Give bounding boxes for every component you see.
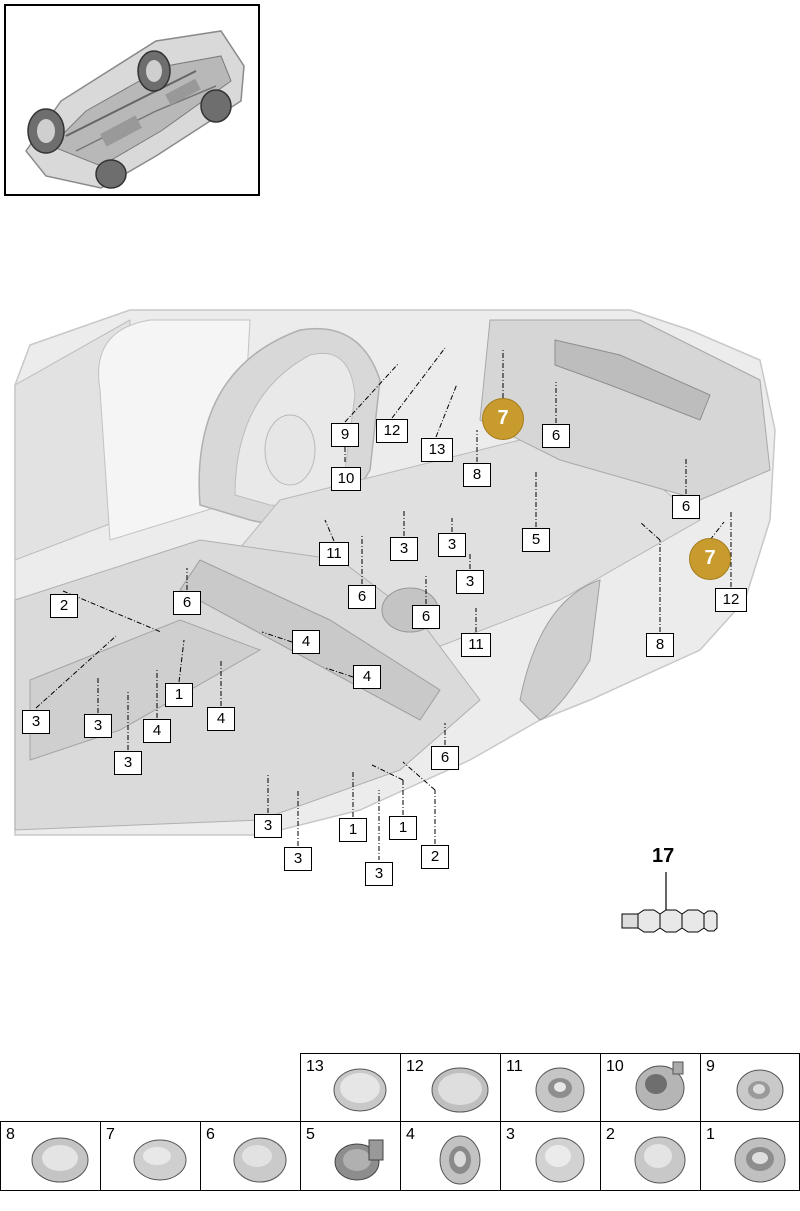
callout-6[interactable]: 6: [173, 591, 201, 615]
highlight-callout-7[interactable]: 7: [689, 538, 731, 580]
part-cell-8[interactable]: 8: [0, 1121, 101, 1191]
callout-4[interactable]: 4: [353, 665, 381, 689]
callout-13[interactable]: 13: [421, 438, 453, 462]
callout-4[interactable]: 4: [292, 630, 320, 654]
part-cell-2[interactable]: 2: [600, 1121, 701, 1191]
part-number: 7: [106, 1126, 115, 1143]
kit-label[interactable]: 17: [652, 845, 675, 867]
vehicle-overview-thumbnail: [4, 4, 260, 196]
callout-4[interactable]: 4: [143, 719, 171, 743]
part-cell-11[interactable]: 11: [500, 1053, 601, 1123]
callout-1[interactable]: 1: [339, 818, 367, 842]
body-floor-diagram: [14, 309, 776, 860]
part-number: 3: [506, 1126, 515, 1143]
callout-4[interactable]: 4: [207, 707, 235, 731]
plug-kit-icon: [621, 872, 718, 933]
callout-2[interactable]: 2: [50, 594, 78, 618]
cap-grommet-icon: [635, 1061, 685, 1111]
callout-6[interactable]: 6: [412, 605, 440, 629]
flat-plug-icon: [333, 1068, 387, 1112]
car-underside-icon: [25, 30, 245, 189]
callout-6[interactable]: 6: [542, 424, 570, 448]
part-number: 12: [406, 1058, 424, 1075]
callout-3[interactable]: 3: [390, 537, 418, 561]
leader-lines: [35, 347, 732, 860]
callout-6[interactable]: 6: [348, 585, 376, 609]
part-cell-4[interactable]: 4: [400, 1121, 501, 1191]
part-cell-12[interactable]: 12: [400, 1053, 501, 1123]
callout-5[interactable]: 5: [522, 528, 550, 552]
callout-8[interactable]: 8: [463, 463, 491, 487]
flat-plug-icon: [31, 1137, 89, 1183]
part-cell-7[interactable]: 7: [100, 1121, 201, 1191]
part-number: 1: [706, 1126, 715, 1143]
part-number: 4: [406, 1126, 415, 1143]
part-number: 6: [206, 1126, 215, 1143]
callout-1[interactable]: 1: [389, 816, 417, 840]
callout-12[interactable]: 12: [376, 419, 408, 443]
part-cell-6[interactable]: 6: [200, 1121, 301, 1191]
part-number: 2: [606, 1126, 615, 1143]
ring-grommet-icon: [535, 1067, 585, 1113]
part-cell-13[interactable]: 13: [300, 1053, 401, 1123]
part-cell-5[interactable]: 5: [300, 1121, 401, 1191]
flat-plug-icon: [431, 1067, 489, 1113]
callout-2[interactable]: 2: [421, 845, 449, 869]
callout-3[interactable]: 3: [254, 814, 282, 838]
callout-1[interactable]: 1: [165, 683, 193, 707]
callout-9[interactable]: 9: [331, 423, 359, 447]
ring-grommet-icon: [439, 1135, 481, 1185]
part-number: 5: [306, 1126, 315, 1143]
ring-grommet-icon: [734, 1137, 786, 1183]
part-cell-10[interactable]: 10: [600, 1053, 701, 1123]
callout-3[interactable]: 3: [84, 714, 112, 738]
part-number: 11: [506, 1058, 523, 1075]
callout-11[interactable]: 11: [319, 542, 349, 566]
part-number: 9: [706, 1058, 715, 1075]
part-cell-3[interactable]: 3: [500, 1121, 601, 1191]
callout-3[interactable]: 3: [114, 751, 142, 775]
dome-plug-icon: [634, 1136, 686, 1184]
part-cell-1[interactable]: 1: [700, 1121, 800, 1191]
part-number: 10: [606, 1058, 624, 1075]
callout-3[interactable]: 3: [22, 710, 50, 734]
callout-3[interactable]: 3: [438, 533, 466, 557]
clip-plug-icon: [334, 1139, 384, 1181]
part-cell-9[interactable]: 9: [700, 1053, 800, 1123]
callout-6[interactable]: 6: [431, 746, 459, 770]
dome-plug-icon: [535, 1137, 585, 1183]
highlight-callout-7[interactable]: 7: [482, 398, 524, 440]
callout-11[interactable]: 11: [461, 633, 491, 657]
callout-10[interactable]: 10: [331, 467, 361, 491]
part-number: 13: [306, 1058, 324, 1075]
callout-8[interactable]: 8: [646, 633, 674, 657]
dome-plug-icon: [133, 1139, 187, 1181]
callout-3[interactable]: 3: [365, 862, 393, 886]
callout-3[interactable]: 3: [284, 847, 312, 871]
callout-6[interactable]: 6: [672, 495, 700, 519]
callout-12[interactable]: 12: [715, 588, 747, 612]
callout-3[interactable]: 3: [456, 570, 484, 594]
part-number: 8: [6, 1126, 15, 1143]
dome-plug-icon: [233, 1137, 287, 1183]
ring-grommet-icon: [736, 1069, 784, 1111]
